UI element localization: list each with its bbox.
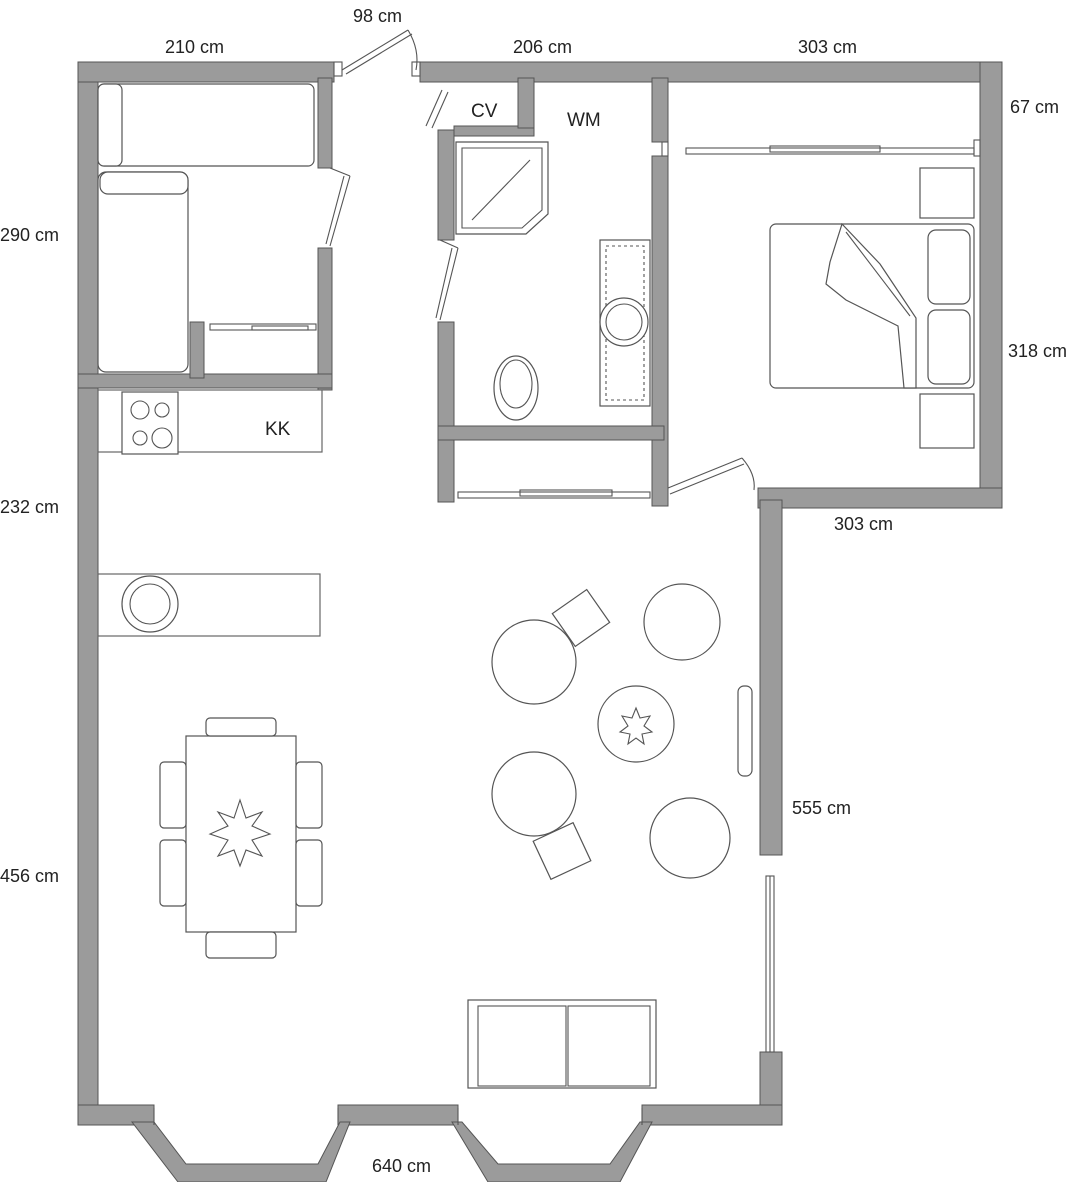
wall-cv-right	[517, 77, 535, 129]
wall-left	[77, 61, 99, 1126]
dining-table	[185, 735, 297, 933]
dim-top-door: 98 cm	[353, 6, 402, 26]
stove	[121, 391, 179, 455]
shower	[455, 141, 549, 235]
wall-mid-upper	[651, 77, 669, 143]
coffee-table-flower	[618, 706, 654, 746]
room-label-cv: CV	[471, 101, 498, 122]
bay-window-right	[451, 1121, 653, 1182]
entry-jamb-left	[333, 61, 343, 77]
armchair-4	[649, 797, 731, 879]
tv-radiator	[737, 685, 753, 777]
nightstand-top	[919, 167, 975, 219]
toilet	[493, 355, 539, 421]
sliding-doors	[209, 145, 975, 1053]
dim-right-middle: 318 cm	[1008, 341, 1067, 361]
bed2-sliding	[685, 147, 975, 155]
dim-top-left: 210 cm	[165, 37, 224, 57]
bedroom-2-furniture	[769, 167, 975, 449]
bed-2	[97, 171, 189, 373]
bed2-door-swing	[741, 457, 755, 491]
pillow-1	[927, 229, 971, 305]
wall-bottom-right	[641, 1104, 783, 1126]
wall-bed1-bottom	[77, 373, 333, 389]
chair-right-2	[295, 839, 323, 907]
dim-step-horizontal: 303 cm	[834, 514, 893, 534]
chair-top	[205, 717, 277, 737]
bay-windows	[130, 1108, 653, 1182]
wall-right-upper	[979, 61, 1003, 509]
wall-closet-divider	[189, 321, 205, 379]
entry-door-swing	[407, 29, 418, 71]
bay-window-left	[130, 1121, 351, 1182]
dim-top-right: 303 cm	[798, 37, 857, 57]
dining-area	[159, 717, 323, 959]
table-flower	[208, 798, 272, 868]
chair-bottom	[205, 931, 277, 959]
wall-right-lower	[759, 499, 783, 856]
wall-mid-lower	[651, 155, 669, 507]
dim-top-middle: 206 cm	[513, 37, 572, 57]
dim-left-upper: 290 cm	[0, 225, 59, 245]
wall-top-left	[77, 61, 335, 83]
bed2-door-leaf	[667, 457, 743, 489]
nightstand-bottom	[919, 393, 975, 449]
side-table-2	[532, 821, 592, 881]
dimension-labels: 210 cm 98 cm 206 cm 303 cm 67 cm 290 cm …	[0, 6, 1067, 1176]
wall-bottom-mid	[337, 1104, 459, 1126]
entry-door-leaf	[341, 29, 409, 71]
wall-step	[757, 487, 1003, 509]
wall-cv-bottom	[453, 125, 535, 137]
kitchen	[97, 389, 323, 637]
chair-left-1	[159, 761, 187, 829]
armchair-2	[491, 751, 577, 837]
room-label-kk: KK	[265, 419, 291, 440]
washbasin	[599, 297, 649, 347]
outer-walls	[77, 61, 1003, 1126]
pillow-2	[927, 309, 971, 385]
dim-left-middle: 232 cm	[0, 497, 59, 517]
doors	[325, 29, 981, 495]
dim-bottom: 640 cm	[372, 1156, 431, 1176]
bedroom-1-furniture	[97, 83, 315, 373]
bath-door-top	[439, 239, 459, 249]
armchair-3	[643, 583, 721, 661]
interior-walls	[77, 77, 669, 507]
wall-top-right	[419, 61, 1003, 83]
wall-bath-bottom	[437, 425, 665, 441]
bath-door-leaf	[439, 247, 459, 321]
closet1-sliding-a	[209, 323, 317, 331]
room-label-wm: WM	[567, 110, 601, 131]
bed1-door-leaf	[329, 175, 351, 247]
bed1-door-top	[329, 167, 351, 177]
wall-bath-left-upper	[437, 129, 455, 241]
wall-bed1-right-upper	[317, 77, 333, 169]
coffee-table	[597, 685, 675, 763]
chair-right-1	[295, 761, 323, 829]
bed-blanket-fold	[825, 222, 917, 389]
bath-closet-sliding	[457, 491, 651, 499]
dim-right-lower: 555 cm	[792, 798, 851, 818]
dim-left-lower: 456 cm	[0, 866, 59, 886]
bed-1	[97, 83, 315, 167]
wall-bed1-right-lower	[317, 247, 333, 391]
room-labels: CV WM KK	[265, 101, 601, 440]
cv-door-leaf	[425, 89, 443, 127]
side-table-1	[551, 588, 611, 648]
bathroom-fixtures	[455, 141, 651, 421]
sofa	[467, 999, 657, 1089]
wall-bath-left-lower	[437, 321, 455, 503]
dim-right-top: 67 cm	[1010, 97, 1059, 117]
living-area	[467, 583, 753, 1089]
armchair-1	[491, 619, 577, 705]
entry-jamb-right	[411, 61, 421, 77]
chair-left-2	[159, 839, 187, 907]
